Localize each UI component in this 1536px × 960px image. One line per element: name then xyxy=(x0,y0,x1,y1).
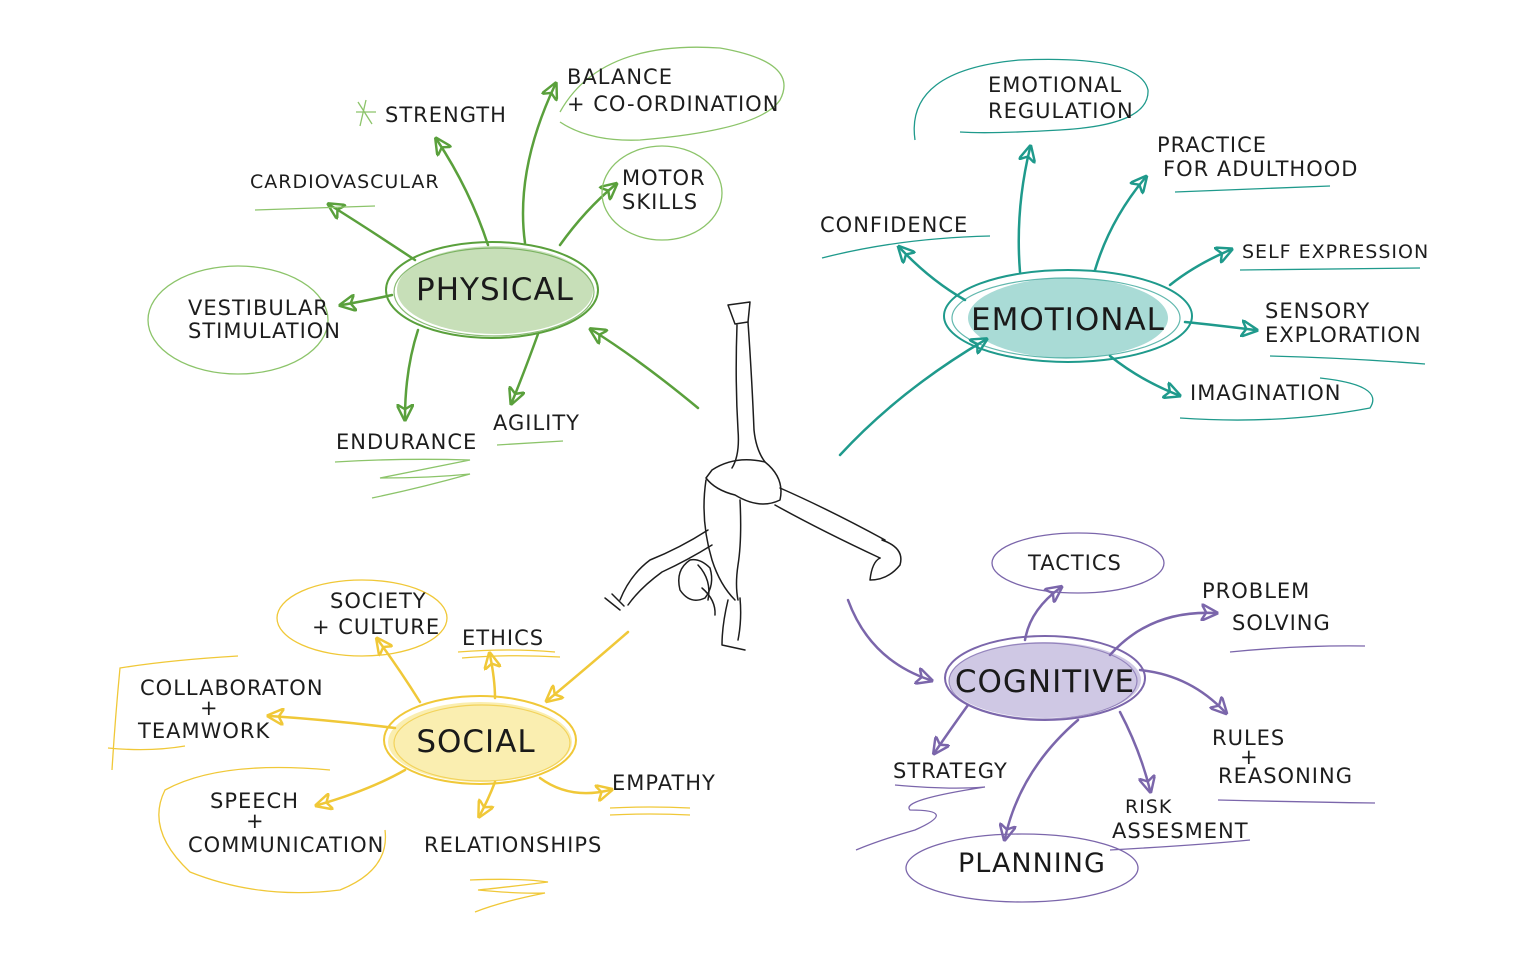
emotional-hub-label: EMOTIONAL xyxy=(971,302,1165,338)
arrow-to-motor-skills xyxy=(558,185,615,247)
arrow-from-figure-emotional xyxy=(838,340,985,457)
arrow-to-rules xyxy=(1138,668,1225,712)
label-vestibular-2: STIMULATION xyxy=(188,319,341,343)
label-balance-2: + CO-ORDINATION xyxy=(567,92,779,116)
arrow-to-strategy xyxy=(935,703,970,752)
arrow-to-regulation xyxy=(1017,148,1030,274)
label-regulation-1: EMOTIONAL xyxy=(988,73,1122,97)
arrow-to-collaboration xyxy=(270,716,397,730)
arrow-to-problem-solving xyxy=(1108,613,1215,657)
arrow-to-relationships xyxy=(480,780,497,815)
label-rules-1: RULES xyxy=(1212,726,1285,750)
label-rules-2: + xyxy=(1240,745,1259,769)
arrow-to-confidence xyxy=(900,248,967,302)
label-collaboration-2: + xyxy=(200,696,219,720)
arrow-to-planning xyxy=(1005,718,1080,838)
cognitive-hub-fill xyxy=(949,642,1141,718)
label-risk-2: ASSESMENT xyxy=(1112,819,1249,843)
arrow-to-agility xyxy=(512,332,540,402)
figure-head xyxy=(678,558,713,601)
label-motor-2: SKILLS xyxy=(622,190,698,214)
arrow-to-empathy xyxy=(538,776,610,793)
label-rules-3: REASONING xyxy=(1218,764,1353,788)
physical-decor xyxy=(147,46,785,499)
label-balance-1: BALANCE xyxy=(567,65,673,89)
label-speech-1: SPEECH xyxy=(210,789,299,813)
label-collaboration-3: TEAMWORK xyxy=(137,719,270,743)
arrow-to-risk xyxy=(1118,710,1150,790)
cognitive-arrows xyxy=(846,588,1225,838)
arrow-to-sensory xyxy=(1183,322,1255,330)
social-cluster: SOCIAL SOCIETY + CULTURE ETHICS COLLABOR… xyxy=(107,579,716,913)
label-practice-1: PRACTICE xyxy=(1157,133,1267,157)
label-motor-1: MOTOR xyxy=(622,166,706,190)
arrow-to-endurance xyxy=(405,328,420,418)
emotional-hub-fill xyxy=(968,278,1168,358)
label-problem-2: SOLVING xyxy=(1232,611,1331,635)
arrow-to-cardiovascular xyxy=(330,205,417,262)
emotional-arrows xyxy=(838,148,1255,457)
label-empathy: EMPATHY xyxy=(612,771,716,795)
arrow-to-imagination xyxy=(1108,354,1178,395)
label-collaboration-1: COLLABORATON xyxy=(140,676,324,700)
label-confidence: CONFIDENCE xyxy=(820,213,968,237)
label-endurance: ENDURANCE xyxy=(336,430,477,454)
label-risk-1: RISK xyxy=(1125,796,1172,818)
cognitive-hub-label: COGNITIVE xyxy=(955,664,1135,700)
social-decor xyxy=(107,579,691,913)
label-regulation-2: REGULATION xyxy=(988,99,1134,123)
cognitive-cluster: COGNITIVE TACTICS PROBLEM SOLVING RULES … xyxy=(846,532,1376,903)
physical-hub-label: PHYSICAL xyxy=(416,272,574,308)
label-speech-3: COMMUNICATION xyxy=(188,833,384,857)
label-speech-2: + xyxy=(246,809,265,833)
label-strategy: STRATEGY xyxy=(893,759,1008,783)
label-vestibular-1: VESTIBULAR xyxy=(188,296,329,320)
label-ethics: ETHICS xyxy=(462,626,544,650)
social-arrows xyxy=(270,630,630,815)
label-cardiovascular: CARDIOVASCULAR xyxy=(250,171,440,193)
figure-foot-top xyxy=(727,301,751,325)
arrow-to-speech xyxy=(318,768,407,805)
label-strength: STRENGTH xyxy=(385,103,507,127)
physical-arrows xyxy=(330,85,700,418)
label-society-2: + CULTURE xyxy=(312,615,440,639)
social-hub-fill xyxy=(388,702,572,782)
arrow-to-strength xyxy=(437,140,490,247)
physical-cluster: PHYSICAL STRENGTH BALANCE + CO-ORDINATIO… xyxy=(147,46,785,499)
physical-hub-fill xyxy=(397,246,593,334)
label-self-expression: SELF EXPRESSION xyxy=(1242,241,1429,263)
arrow-to-ethics xyxy=(490,655,495,700)
label-practice-2: FOR ADULTHOOD xyxy=(1163,157,1358,181)
label-problem-1: PROBLEM xyxy=(1202,579,1310,603)
label-society-1: SOCIETY xyxy=(330,589,427,613)
cognitive-decor xyxy=(855,532,1376,903)
arrow-from-figure-social xyxy=(548,630,630,700)
arrow-to-society xyxy=(378,640,422,704)
arrow-from-figure-cognitive xyxy=(846,598,930,680)
label-agility: AGILITY xyxy=(493,411,580,435)
emotional-hub-outline xyxy=(943,269,1193,363)
social-hub-outline xyxy=(383,695,577,785)
cartwheel-figure-illustration xyxy=(604,301,902,651)
label-tactics: TACTICS xyxy=(1027,551,1122,575)
social-hub-label: SOCIAL xyxy=(416,724,535,760)
emotional-decor xyxy=(821,58,1426,421)
figure-hips xyxy=(705,459,782,505)
arrow-to-tactics xyxy=(1023,588,1060,642)
emotional-cluster: EMOTIONAL EMOTIONAL REGULATION PRACTICE … xyxy=(820,58,1429,457)
label-relationships: RELATIONSHIPS xyxy=(424,833,602,857)
cognitive-hub-outline xyxy=(944,635,1146,721)
label-sensory-2: EXPLORATION xyxy=(1265,323,1422,347)
label-sensory-1: SENSORY xyxy=(1265,299,1370,323)
physical-hub-outline xyxy=(385,241,599,339)
arrow-to-balance xyxy=(521,85,555,245)
arrow-to-vestibular xyxy=(342,293,394,305)
arrow-from-figure-physical xyxy=(592,330,700,410)
label-planning: PLANNING xyxy=(958,848,1106,879)
arrow-to-practice xyxy=(1093,178,1145,272)
arrow-to-self-expression xyxy=(1168,250,1230,287)
label-imagination: IMAGINATION xyxy=(1190,381,1341,405)
